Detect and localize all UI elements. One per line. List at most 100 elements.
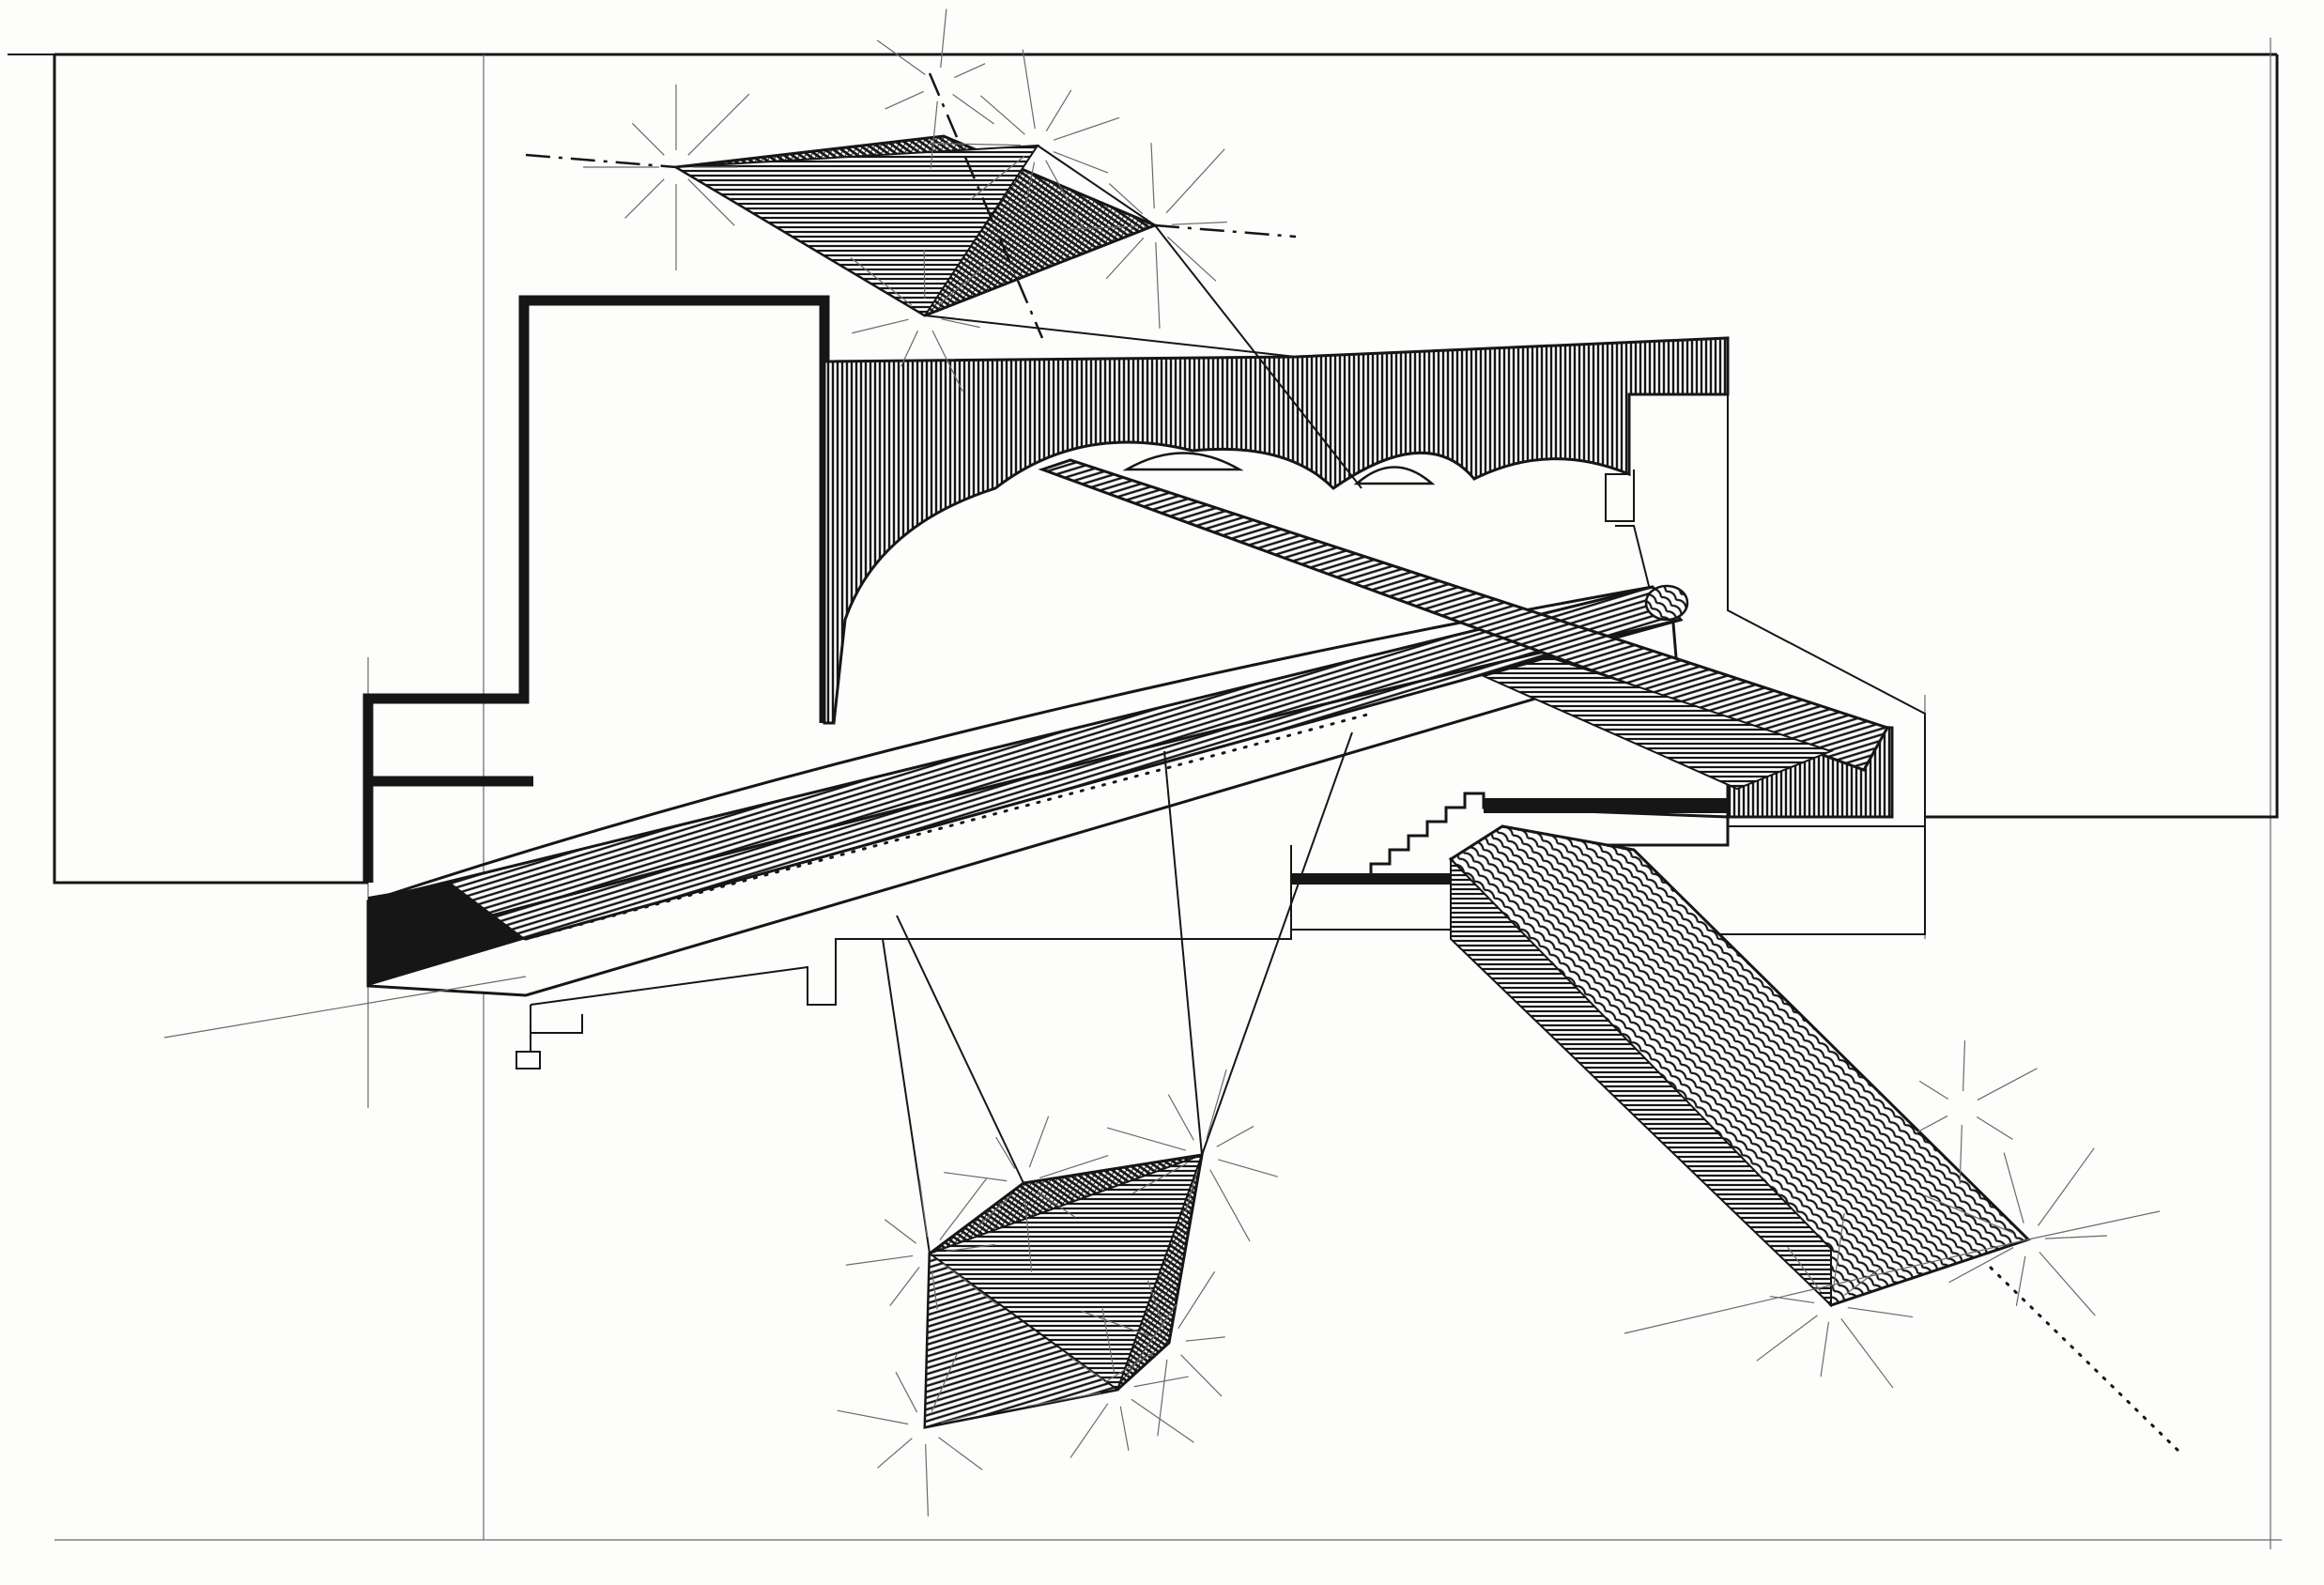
construction-ray	[1108, 183, 1144, 215]
construction-line	[163, 976, 527, 1039]
construction-line	[1624, 1239, 2029, 1334]
construction-ray	[2003, 1152, 2024, 1223]
construction-ray	[845, 1254, 914, 1266]
construction-ray	[1769, 1295, 1815, 1304]
construction-ray	[1101, 1308, 1116, 1374]
construction-ray	[1024, 1199, 1033, 1272]
construction-ray	[1106, 1127, 1186, 1151]
construction-ray	[1918, 1080, 1949, 1100]
construction-ray	[1126, 1304, 1177, 1377]
construction-ray	[1166, 236, 1217, 282]
construction-ray	[1150, 143, 1155, 209]
construction-ray	[837, 1409, 909, 1425]
construction-ray	[1844, 1267, 1882, 1296]
construction-ray	[954, 63, 986, 79]
construction-ray	[931, 1353, 958, 1412]
construction-ray	[2039, 1252, 2096, 1316]
construction-ray	[1157, 1359, 1168, 1437]
construction-ray	[2015, 1255, 2026, 1306]
construction-ray	[938, 1437, 983, 1470]
construction-line	[2027, 1210, 2161, 1240]
construction-ray	[980, 95, 1025, 135]
construction-ray	[1976, 1116, 2013, 1140]
construction-ray	[1165, 148, 1225, 214]
construction-ray	[1028, 1116, 1050, 1168]
construction-ray	[1155, 241, 1161, 329]
construction-ray	[687, 178, 735, 226]
construction-ray	[900, 331, 918, 367]
radiating-rays	[163, 8, 2161, 1516]
construction-ray	[937, 261, 992, 306]
construction-ray	[1185, 1336, 1225, 1342]
construction-ray	[1053, 116, 1120, 141]
construction-ray	[1045, 89, 1072, 131]
upper-crystal	[525, 72, 1297, 339]
crossing-tube	[1038, 458, 1890, 791]
construction-ray	[931, 330, 963, 392]
construction-ray	[930, 100, 938, 169]
construction-ray	[1119, 1406, 1130, 1452]
construction-ray	[1070, 1403, 1109, 1458]
construction-ray	[1832, 1212, 1845, 1289]
construction-ray	[1216, 1125, 1254, 1147]
construction-ray	[1962, 1040, 1966, 1092]
construction-ray	[1847, 1306, 1914, 1318]
construction-ray	[1062, 225, 1139, 231]
construction-ray	[884, 1219, 917, 1244]
construction-ray	[1104, 1350, 1155, 1383]
construction-ray	[877, 1438, 913, 1469]
construction-ray	[852, 318, 909, 334]
main-diagonal-tube	[366, 584, 1689, 997]
construction-ray	[1105, 237, 1145, 280]
construction-ray	[923, 249, 926, 300]
construction-ray	[895, 1371, 918, 1413]
construction-ray	[952, 93, 994, 125]
construction-ray	[942, 1263, 998, 1305]
construction-ray	[687, 93, 750, 156]
construction-ray	[624, 178, 665, 219]
lower-right-vault	[1448, 824, 2185, 1457]
construction-ray	[1840, 1318, 1894, 1389]
construction-ray	[1024, 162, 1036, 209]
construction-ray	[1133, 1376, 1189, 1388]
construction-ray	[1037, 1192, 1076, 1219]
construction-ray	[1209, 1169, 1251, 1242]
construction-ray	[995, 1136, 1016, 1169]
construction-ray	[1787, 1246, 1822, 1292]
construction-ray	[885, 90, 924, 110]
construction-ray	[1218, 1159, 1278, 1177]
construction-ray	[1206, 1069, 1227, 1139]
construction-ray	[631, 122, 665, 156]
construction-ray	[1131, 1398, 1194, 1443]
construction-ray	[1039, 1154, 1109, 1178]
construction-ray	[969, 155, 1025, 201]
projection-lines	[882, 224, 1362, 1254]
construction-ray	[925, 1443, 930, 1516]
construction-ray	[889, 1266, 920, 1307]
construction-ray	[1025, 1392, 1101, 1408]
construction-ray	[2038, 1147, 2095, 1226]
construction-ray	[1924, 1194, 2013, 1234]
construction-ray	[1177, 1270, 1216, 1330]
construction-ray	[1820, 1321, 1830, 1377]
construction-ray	[946, 1243, 995, 1253]
construction-ray	[1147, 1280, 1164, 1328]
lower-crystal	[923, 1153, 1204, 1429]
construction-ray	[1977, 1068, 2038, 1101]
construction-ray	[1066, 1354, 1104, 1381]
construction-ray	[918, 1178, 929, 1238]
construction-ray	[977, 1194, 1012, 1227]
construction-ray	[1080, 1310, 1154, 1338]
construction-ray	[1917, 1115, 1948, 1132]
construction-ray	[2044, 1235, 2107, 1239]
staircase	[1291, 792, 1730, 885]
construction-ray	[1948, 1247, 2014, 1284]
construction-ray	[939, 1177, 987, 1241]
construction-ray	[930, 142, 1022, 146]
construction-ray	[1132, 1162, 1188, 1194]
construction-ray	[876, 39, 926, 76]
construction-ray	[941, 318, 980, 329]
construction-ray	[940, 8, 947, 69]
